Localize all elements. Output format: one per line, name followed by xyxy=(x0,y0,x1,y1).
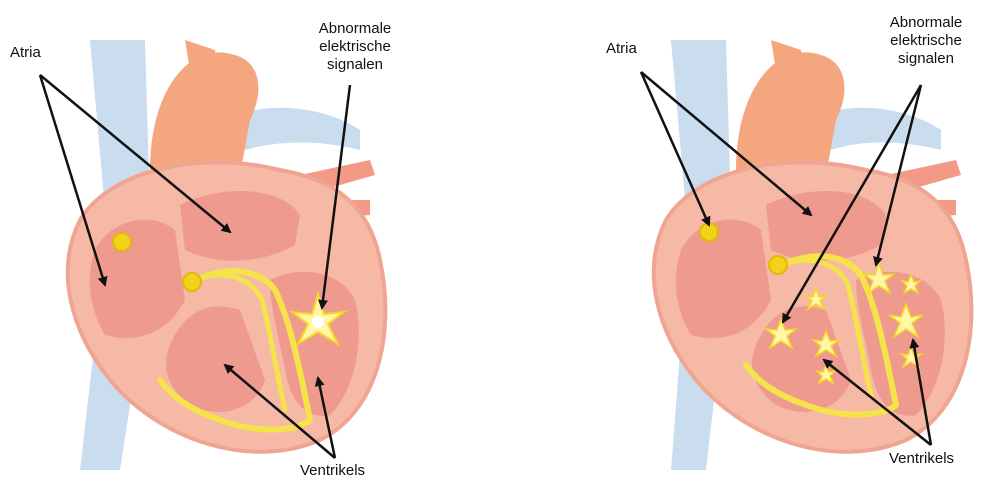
sa-node xyxy=(700,223,718,241)
heart-diagram-right: Atria Abnormale elektrische signalen Ven… xyxy=(491,0,982,487)
label-signals-line-2: elektrische xyxy=(300,38,410,56)
label-signals-line-1: Abnormale xyxy=(300,20,410,38)
label-ventricles: Ventrikels xyxy=(300,462,365,480)
label-atria: Atria xyxy=(606,40,637,58)
label-abnormal-signals: Abnormale elektrische signalen xyxy=(876,14,976,68)
label-signals-line-3: signalen xyxy=(300,56,410,74)
left-atrium-chamber xyxy=(180,191,300,261)
label-signals-line-1: Abnormale xyxy=(876,14,976,32)
av-node xyxy=(183,273,201,291)
label-atria: Atria xyxy=(10,44,41,62)
label-signals-line-2: elektrische xyxy=(876,32,976,50)
heart-illustration-right xyxy=(491,0,982,487)
label-ventricles: Ventrikels xyxy=(889,450,954,468)
sa-node xyxy=(113,233,131,251)
av-node xyxy=(769,256,787,274)
heart-illustration-left xyxy=(0,0,491,487)
pulmonary-artery xyxy=(235,108,360,150)
label-signals-line-3: signalen xyxy=(876,50,976,68)
heart-diagram-left: Atria Abnormale elektrische signalen Ven… xyxy=(0,0,491,487)
pulmonary-artery xyxy=(821,108,941,150)
label-abnormal-signals: Abnormale elektrische signalen xyxy=(300,20,410,74)
